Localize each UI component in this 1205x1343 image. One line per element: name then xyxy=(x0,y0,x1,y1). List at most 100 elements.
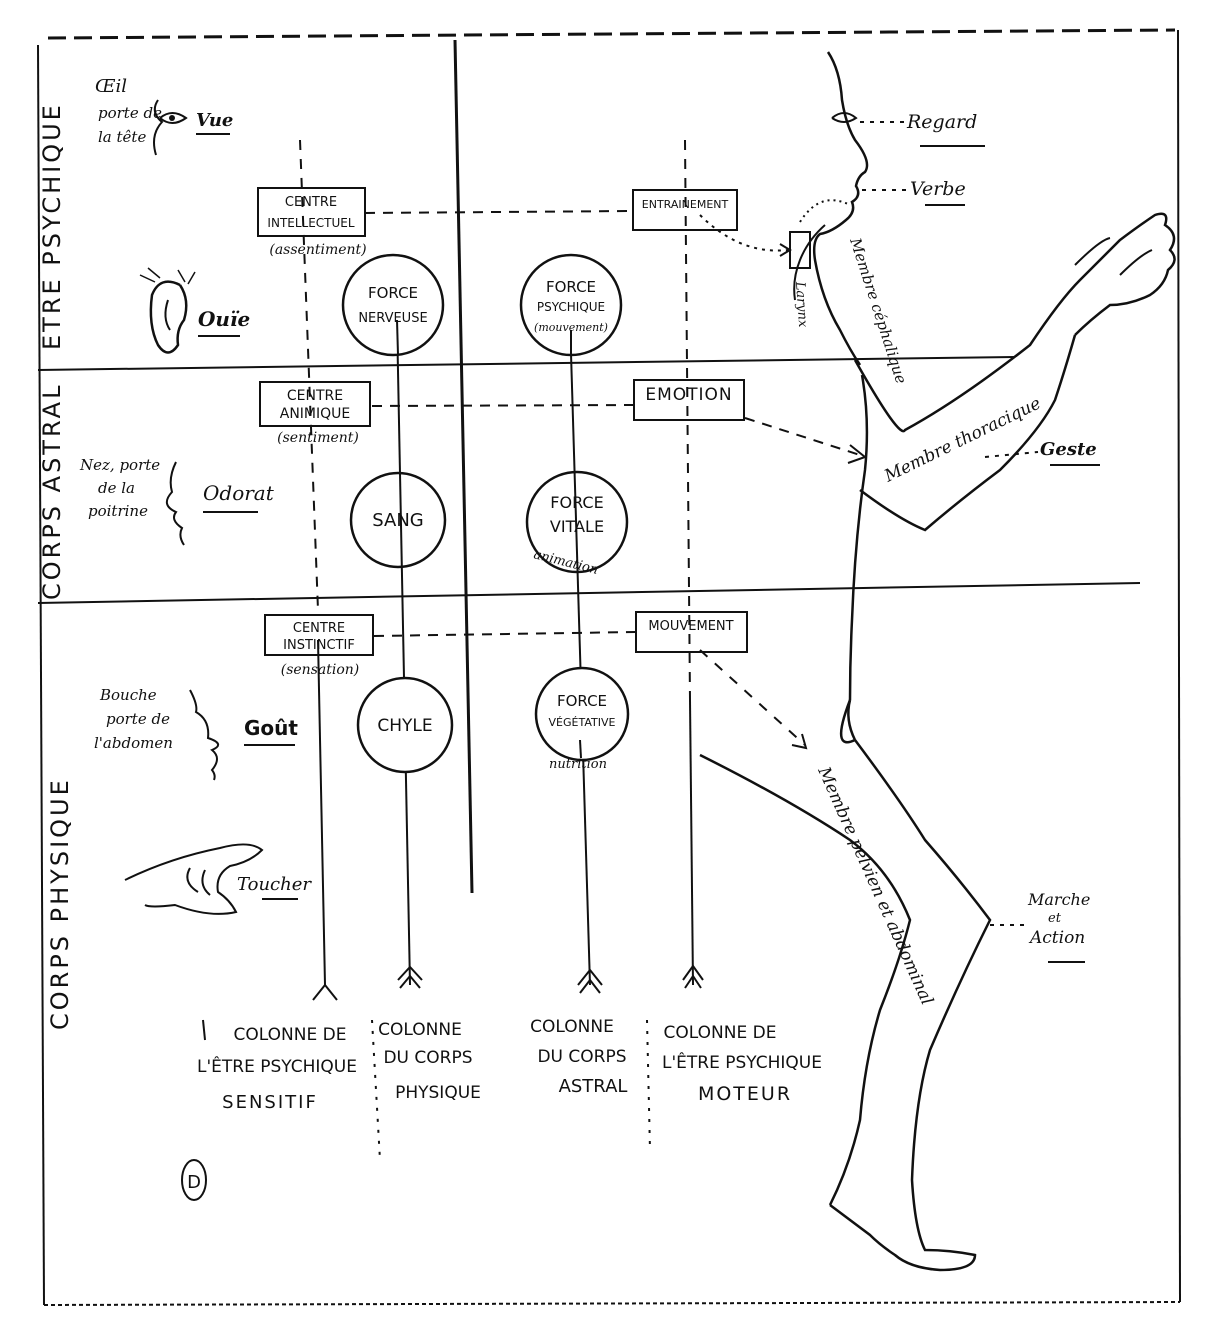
svg-text:nutrition: nutrition xyxy=(549,757,607,772)
eye-sub1: porte de xyxy=(98,104,162,122)
action-mouvement: MOUVEMENT xyxy=(635,611,748,653)
column-separator-1 xyxy=(371,1019,381,1161)
sense-vue: Vue xyxy=(196,110,233,131)
svg-text:FORCE: FORCE xyxy=(368,284,418,302)
svg-text:COLONNE: COLONNE xyxy=(530,1017,614,1037)
sense-hand-group: Toucher xyxy=(124,843,312,915)
circle-chyle: CHYLE xyxy=(356,676,454,774)
circle-force-psychique: FORCE PSYCHIQUE (mouvement) xyxy=(519,253,623,357)
centre-animique: CENTRE ANIMIQUE (sentiment) xyxy=(259,381,371,446)
svg-text:(assentiment): (assentiment) xyxy=(269,242,366,258)
column-line-2 xyxy=(396,319,423,989)
svg-text:CENTRE: CENTRE xyxy=(293,621,345,636)
sense-ear-group: Ouïe xyxy=(139,267,250,354)
nose-sub1: de la xyxy=(98,479,135,497)
svg-text:COLONNE DE: COLONNE DE xyxy=(664,1023,777,1043)
svg-text:FORCE: FORCE xyxy=(557,692,607,710)
figure-eye-icon xyxy=(831,112,858,123)
central-axis-line xyxy=(453,39,474,894)
label-larynx: Larynx xyxy=(792,280,810,328)
dashed-line-centres xyxy=(299,139,319,611)
front-leg xyxy=(829,739,992,1272)
circle-force-nerveuse: FORCE NERVEUSE xyxy=(341,253,445,357)
eye-label: Œil xyxy=(95,76,127,97)
mouth-label: Bouche xyxy=(99,686,157,704)
svg-text:INSTINCTIF: INSTINCTIF xyxy=(283,638,355,653)
svg-text:ANIMIQUE: ANIMIQUE xyxy=(280,406,351,422)
column-line-1 xyxy=(312,639,338,1001)
svg-text:VÉGÉTATIVE: VÉGÉTATIVE xyxy=(549,716,616,729)
section-label-corps-astral: CORPS ASTRAL xyxy=(38,383,66,600)
column-line-4 xyxy=(682,699,704,989)
svg-text:MOUVEMENT: MOUVEMENT xyxy=(648,619,733,634)
column-caption-2: COLONNE DU CORPS PHYSIQUE xyxy=(378,1020,481,1103)
column-separator-0 xyxy=(202,1019,206,1041)
nose-label: Nez, porte xyxy=(79,456,160,474)
svg-text:COLONNE: COLONNE xyxy=(378,1020,462,1040)
eye-icon xyxy=(153,99,164,156)
mouth-sub1: porte de xyxy=(106,710,170,728)
svg-text:PSYCHIQUE: PSYCHIQUE xyxy=(537,300,605,314)
svg-text:CENTRE: CENTRE xyxy=(287,388,343,404)
svg-text:SANG: SANG xyxy=(372,510,424,531)
frame-right xyxy=(1177,29,1181,1303)
circle-sang: SANG xyxy=(349,471,447,569)
link-intellectuel-entrainement xyxy=(364,210,634,214)
nose-icon xyxy=(165,461,185,546)
column-line-3 xyxy=(569,319,603,994)
svg-text:NERVEUSE: NERVEUSE xyxy=(358,311,427,326)
svg-text:CENTRE: CENTRE xyxy=(285,195,337,210)
torso-front xyxy=(848,374,869,701)
label-regard: Regard xyxy=(906,111,977,133)
eye-sub2: la tête xyxy=(98,128,146,146)
svg-text:(sensation): (sensation) xyxy=(281,662,360,678)
figure-labels: Regard Verbe Larynx Membre céphalique Me… xyxy=(699,111,1100,1008)
mouth-icon xyxy=(189,689,219,781)
nose-sub2: poitrine xyxy=(88,502,148,520)
svg-text:L'ÊTRE PSYCHIQUE: L'ÊTRE PSYCHIQUE xyxy=(662,1051,822,1073)
sense-ouie: Ouïe xyxy=(198,307,250,331)
action-entrainement: ENTRAINEMENT xyxy=(632,189,738,231)
label-membre-pelvien: Membre pelvien et abdominal xyxy=(813,763,937,1008)
section-label-corps-physique: CORPS PHYSIQUE xyxy=(46,777,74,1030)
frame-top xyxy=(47,28,1176,40)
svg-text:animation: animation xyxy=(532,547,600,578)
svg-text:ENTRAINEMENT: ENTRAINEMENT xyxy=(642,198,729,211)
sense-gout: Goût xyxy=(244,716,298,740)
ear-icon xyxy=(149,280,188,354)
svg-text:(sentiment): (sentiment) xyxy=(277,430,359,446)
sense-eye-group: Œil porte de la tête Vue xyxy=(95,76,233,156)
column-separator-2 xyxy=(646,1019,651,1151)
face-profile xyxy=(812,51,869,366)
mouth-sub2: l'abdomen xyxy=(94,734,173,752)
arm-lower xyxy=(859,334,1077,532)
divider-astral-physique xyxy=(37,582,1141,604)
section-label-etre-psychique: ETRE PSYCHIQUE xyxy=(38,102,66,350)
action-emotion: EMOTION xyxy=(633,379,745,421)
sense-nose-group: Nez, porte de la poitrine Odorat xyxy=(79,456,275,546)
back-leg xyxy=(699,753,912,1206)
circle-force-vitale: FORCE VITALE animation xyxy=(525,470,629,578)
svg-text:INTELLECTUEL: INTELLECTUEL xyxy=(267,216,354,230)
svg-text:VITALE: VITALE xyxy=(550,517,604,536)
frame-bottom xyxy=(43,1301,1181,1306)
column-caption-3: COLONNE DU CORPS ASTRAL xyxy=(530,1017,627,1097)
divider-psychique-astral xyxy=(37,356,1016,371)
svg-text:L'ÊTRE PSYCHIQUE: L'ÊTRE PSYCHIQUE xyxy=(197,1055,357,1077)
svg-text:PHYSIQUE: PHYSIQUE xyxy=(395,1083,481,1103)
label-membre-thoracique: Membre thoracique xyxy=(881,393,1045,486)
link-instinctif-mouvement xyxy=(373,631,637,637)
svg-text:ASTRAL: ASTRAL xyxy=(559,1076,628,1097)
plate-mark: D xyxy=(181,1159,207,1201)
svg-text:D: D xyxy=(187,1172,201,1193)
frame-left xyxy=(37,44,45,1306)
svg-text:COLONNE DE: COLONNE DE xyxy=(234,1025,347,1045)
svg-text:DU CORPS: DU CORPS xyxy=(383,1048,472,1068)
svg-text:CHYLE: CHYLE xyxy=(377,716,432,736)
label-geste: Geste xyxy=(1040,439,1097,460)
arm-upper xyxy=(853,212,1176,433)
svg-text:FORCE: FORCE xyxy=(546,278,596,296)
svg-text:EMOTION: EMOTION xyxy=(645,385,732,405)
circle-force-vegetative: FORCE VÉGÉTATIVE nutrition xyxy=(534,666,630,772)
